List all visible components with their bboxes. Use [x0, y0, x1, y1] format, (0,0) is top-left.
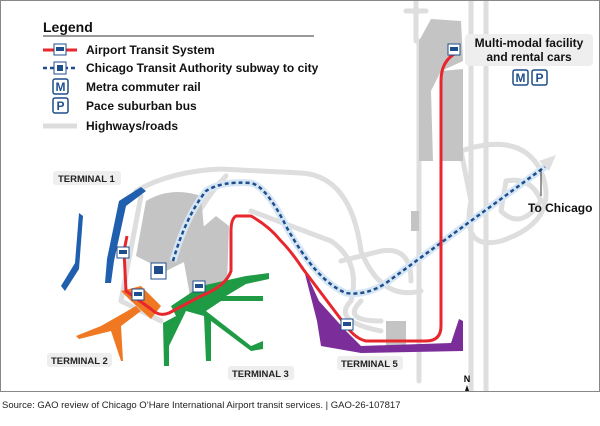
north-label: N: [464, 374, 471, 384]
airport-map: Legend M P Airport Transit System Chicag…: [43, 0, 593, 400]
pace-icon: [52, 97, 69, 114]
terminal-2-label: TERMINAL 2: [51, 356, 108, 367]
to-chicago-label: To Chicago: [528, 201, 592, 215]
svg-text:P: P: [56, 99, 64, 113]
legend-label: Pace suburban bus: [86, 99, 197, 113]
terminal-1-shape: [61, 187, 146, 291]
legend: Legend M P Airport Transit System Chicag…: [43, 19, 319, 133]
multimodal-label: Multi-modal facility: [475, 36, 584, 50]
source-footer: Source: GAO review of Chicago O’Hare Int…: [2, 400, 401, 411]
svg-text:P: P: [535, 71, 543, 85]
legend-title: Legend: [43, 19, 93, 35]
legend-label: Highways/roads: [86, 119, 178, 133]
map-frame: Legend M P Airport Transit System Chicag…: [0, 0, 600, 400]
legend-label: Chicago Transit Authority subway to city: [86, 61, 319, 75]
terminal-1-label: TERMINAL 1: [58, 174, 116, 185]
terminal-2-shape: [76, 286, 161, 361]
svg-text:M: M: [516, 71, 526, 85]
terminal-5-label: TERMINAL 5: [341, 359, 399, 370]
multimodal-label: and rental cars: [486, 50, 572, 64]
legend-label: Airport Transit System: [86, 43, 215, 57]
airport-transit-route: [122, 51, 457, 343]
terminal-5-shape: [303, 266, 463, 353]
metra-icon: [52, 78, 69, 95]
cta-subway-route-dashes: [171, 164, 547, 295]
pace-icon: [531, 69, 548, 86]
terminal-3-label: TERMINAL 3: [232, 369, 289, 380]
to-chicago-arrow: [539, 155, 556, 171]
metra-icon: [512, 69, 529, 86]
terminal-3-shape: [163, 273, 269, 366]
legend-label: Metra commuter rail: [86, 80, 201, 94]
svg-text:M: M: [56, 80, 66, 94]
